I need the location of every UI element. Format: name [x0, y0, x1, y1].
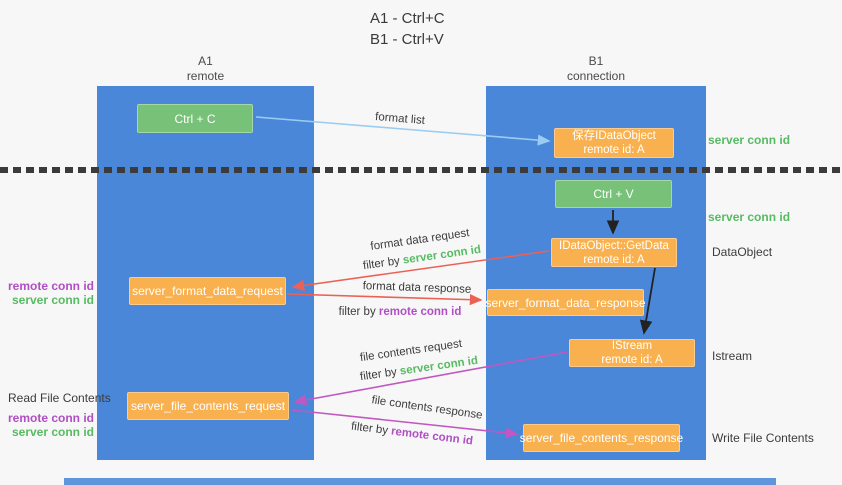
box-server-file-contents-request: server_file_contents_request: [127, 392, 289, 420]
box-server-file-contents-response: server_file_contents_response: [519, 424, 684, 452]
lane-b1-role: connection: [566, 69, 626, 83]
box-istream-line2: remote id: A: [601, 354, 663, 366]
box-server-format-data-response-label: server_format_data_response: [485, 295, 646, 310]
label-server-conn-id-top-right: server conn id: [708, 133, 791, 147]
title-line-2: B1 - Ctrl+V: [370, 31, 444, 48]
lane-b1-name: B1: [588, 54, 604, 68]
label-filter-remote-conn-2: filter by remote conn id: [350, 420, 474, 448]
box-ctrl-c-label: Ctrl + C: [174, 111, 216, 126]
box-server-format-data-request-label: server_format_data_request: [132, 284, 283, 298]
box-save-idataobject-line2: remote id: A: [583, 144, 645, 156]
label-istream: Istream: [712, 349, 753, 363]
label-dataobject: DataObject: [712, 245, 773, 259]
box-istream: IStream remote id: A: [569, 339, 695, 367]
box-istream-line1: IStream: [611, 340, 653, 352]
label-remote-conn-id-left-1: remote conn id: [7, 279, 94, 293]
lane-a1-header: A1 remote: [97, 54, 314, 84]
box-server-file-contents-request-label: server_file_contents_request: [130, 399, 286, 413]
label-remote-conn-id-left-2: remote conn id: [7, 411, 94, 425]
lane-a1-role: remote: [186, 69, 225, 83]
box-ctrl-v-label: Ctrl + V: [593, 187, 634, 201]
label-server-conn-id-mid-right: server conn id: [708, 210, 791, 224]
label-format-data-response: format data response: [362, 280, 472, 296]
label-filter-remote-conn-1: filter by remote conn id: [338, 306, 462, 318]
box-save-idataobject-line1: 保存IDataObject: [572, 130, 656, 142]
horizontal-scrollbar[interactable]: [64, 478, 776, 485]
box-save-idataobject: 保存IDataObject remote id: A: [554, 128, 674, 158]
left-conn-id-pair-2: remote conn id server conn id: [0, 411, 94, 439]
box-idataobject-getdata-line2: remote id: A: [583, 253, 645, 266]
label-server-conn-id-left-2: server conn id: [11, 425, 94, 439]
lane-b1-header: B1 connection: [486, 54, 706, 84]
label-file-contents-response: file contents response: [370, 394, 484, 422]
separator-dotted-line: [0, 167, 842, 173]
box-idataobject-getdata-line1: IDataObject::GetData: [559, 239, 669, 252]
label-write-file-contents: Write File Contents: [712, 431, 814, 445]
label-server-conn-id-left-1: server conn id: [11, 293, 94, 307]
lane-a1-name: A1: [198, 54, 213, 68]
diagram-title: A1 - Ctrl+C B1 - Ctrl+V: [370, 8, 445, 50]
label-format-list: format list: [374, 111, 426, 127]
box-idataobject-getdata: IDataObject::GetData remote id: A: [551, 238, 677, 267]
label-read-file-contents: Read File Contents: [8, 391, 111, 405]
box-ctrl-v: Ctrl + V: [555, 180, 672, 208]
box-ctrl-c: Ctrl + C: [137, 104, 253, 133]
box-server-format-data-request: server_format_data_request: [129, 277, 286, 305]
title-line-1: A1 - Ctrl+C: [370, 10, 445, 27]
left-conn-id-pair-1: remote conn id server conn id: [0, 279, 94, 307]
box-server-format-data-response: server_format_data_response: [485, 289, 646, 316]
box-server-file-contents-response-label: server_file_contents_response: [519, 431, 684, 445]
